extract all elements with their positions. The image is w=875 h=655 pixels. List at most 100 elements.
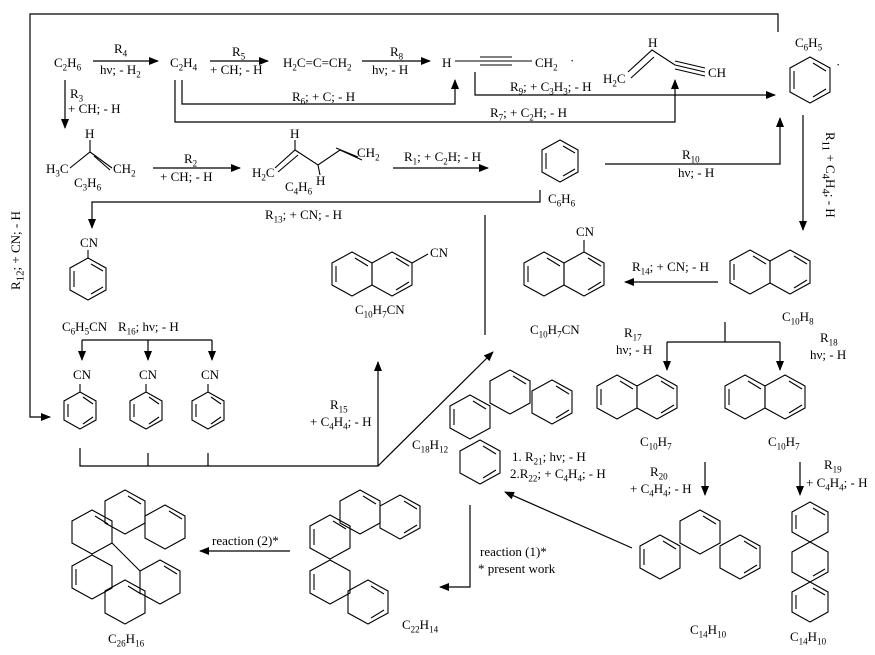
label-r9: R9; + C3H3; - H [510, 80, 592, 99]
benzo-c-phenanthrene-text: C18H12 [412, 437, 449, 455]
r2-cond-text: + CH; - H [160, 169, 213, 184]
label-r17-cond: hν; - H [616, 343, 652, 357]
r11-text: R11 + C4H4; - H [819, 132, 838, 218]
r19-cond-text: + C4H4; - H [806, 475, 868, 493]
label-naphthonitrile-1: C10H7CN [530, 323, 580, 342]
naphthyl-a-structure [596, 374, 678, 420]
label-propene: C3H6 [74, 176, 101, 195]
vinylacetylene-ch-text: CH [708, 65, 727, 80]
naphthonitrile-1-structure [523, 240, 605, 297]
label-c26h16: C26H16 [108, 632, 144, 651]
butadiene-h2c-text: H2C [252, 165, 275, 183]
vinylacetylene-h2c-text: H2C [603, 71, 626, 89]
propene-ch2-text: CH2 [113, 161, 136, 179]
naphthalene-structure [729, 249, 811, 295]
label-cn-naphthonitrile-2: CN [430, 246, 448, 260]
butadiene-h2-text: H [316, 173, 326, 188]
naphthonitrile-1-text: C10H7CN [530, 322, 580, 340]
label-allene: H2C=C=CH2 [283, 56, 351, 75]
label-cn-benzonitrile: CN [80, 236, 98, 250]
label-r16: R16; hν; - H [118, 320, 179, 339]
benzo-c-phenanthrene-structure [449, 369, 573, 485]
cn-radical-1-text: CN [73, 367, 92, 382]
reaction2-text: reaction (2)* [212, 533, 279, 548]
butadiene-ch2-text: CH2 [357, 145, 380, 163]
label-r15-cond: + C4H4; - H [310, 415, 372, 434]
r4-text: R4 [114, 41, 128, 59]
label-vinylacetylene-h2c: H2C [603, 72, 626, 91]
propene-structure [69, 140, 113, 171]
r21-text: 1. R21; hν; - H [512, 449, 586, 467]
anthracene-structure [791, 501, 829, 623]
r2-text: R2 [184, 151, 198, 169]
label-r22: 2.R22; + C4H4; - H [510, 467, 606, 486]
pentahelicene-structure [309, 489, 421, 625]
naphthonitrile-2-text: C10H7CN [355, 302, 405, 320]
label-anthracene: C14H10 [790, 630, 826, 649]
label-phenanthrene: C14H10 [690, 623, 726, 642]
label-r4: R4 [114, 42, 127, 61]
cyanophenyl-structure-1 [63, 384, 97, 430]
label-r14: R14; + CN; - H [632, 260, 709, 279]
label-r11: R11 + C4H4; - H [819, 132, 838, 218]
label-benzene: C6H6 [548, 192, 575, 211]
ethylene-text: C2H4 [170, 55, 198, 73]
phenanthrene-text: C14H10 [690, 622, 727, 640]
label-phenyl-dot: · [836, 58, 840, 72]
label-r17: R17 [624, 326, 642, 345]
cn-benzonitrile-text: CN [80, 235, 99, 250]
arrow-collector [79, 351, 494, 467]
label-naphthalene: C10H8 [782, 310, 814, 329]
propene-h3c-text: H3C [46, 161, 69, 179]
r18-text: R18 [820, 330, 838, 348]
r13-text: R13; + CN; - H [265, 207, 343, 225]
arrow-r6 [181, 79, 459, 105]
label-butadiene-ch2: CH2 [357, 146, 380, 165]
pentahelicene-text: C22H14 [402, 617, 439, 635]
label-r20: R20 [650, 465, 668, 484]
label-reaction2: reaction (2)* [212, 534, 279, 548]
reaction1-text: reaction (1)* [480, 544, 547, 559]
label-r10: R10 [682, 148, 700, 167]
r19-text: R19 [824, 457, 842, 475]
r15-cond-text: + C4H4; - H [310, 414, 372, 432]
naphthyl-b-structure [724, 374, 806, 420]
r3-cond-text: + CH; - H [68, 101, 121, 116]
arrow-r10 [605, 117, 784, 165]
label-r3: R3 [70, 87, 83, 106]
propene-h-text: H [85, 126, 95, 141]
label-butadiene-h2: H [316, 174, 325, 188]
butadiene-text: C4H6 [285, 179, 313, 197]
label-propargyl-ch2: CH2 [535, 56, 558, 75]
butadiene-h1-text: H [290, 126, 300, 141]
label-r3-cond: + CH; - H [68, 102, 120, 116]
label-vinylacetylene-h: H [648, 36, 657, 50]
propene-text: C3H6 [74, 175, 102, 193]
ethane-text: C2H6 [54, 55, 82, 73]
cyanophenyl-structure-3 [191, 384, 225, 430]
r5-cond-text: + CH; - H [210, 62, 263, 77]
label-r8-cond: hν; - H [372, 63, 408, 77]
label-cn-radical-2: CN [139, 368, 157, 382]
r10-cond-text: hν; - H [678, 165, 715, 180]
label-r13: R13; + CN; - H [265, 208, 342, 227]
label-propargyl-dot: · [570, 54, 574, 68]
r8-text: R8 [390, 44, 404, 62]
label-cn-radical-1: CN [73, 368, 91, 382]
r1-text: R1; + C2H; - H [404, 149, 482, 167]
phenyl-text: C6H5 [795, 35, 823, 53]
r20-cond-text: + C4H4; - H [630, 481, 692, 499]
c26h16-text: C26H16 [108, 631, 145, 649]
label-r19-cond: + C4H4; - H [806, 476, 868, 495]
label-r2-cond: + CH; - H [160, 170, 212, 184]
arrow-to-c18h12 [504, 491, 633, 549]
label-r1: R1; + C2H; - H [404, 150, 481, 169]
label-r5: R5 [232, 45, 245, 64]
r6-text: R6; + C; - H [292, 89, 356, 107]
label-naphthonitrile-2: C10H7CN [355, 303, 405, 322]
label-r21: 1. R21; hν; - H [512, 450, 586, 469]
arrow-r7 [174, 79, 679, 123]
label-r18-cond: hν; - H [810, 348, 846, 362]
cn-naphthonitrile-2-text: CN [430, 245, 449, 260]
r16-text: R16; hν; - H [118, 319, 179, 337]
